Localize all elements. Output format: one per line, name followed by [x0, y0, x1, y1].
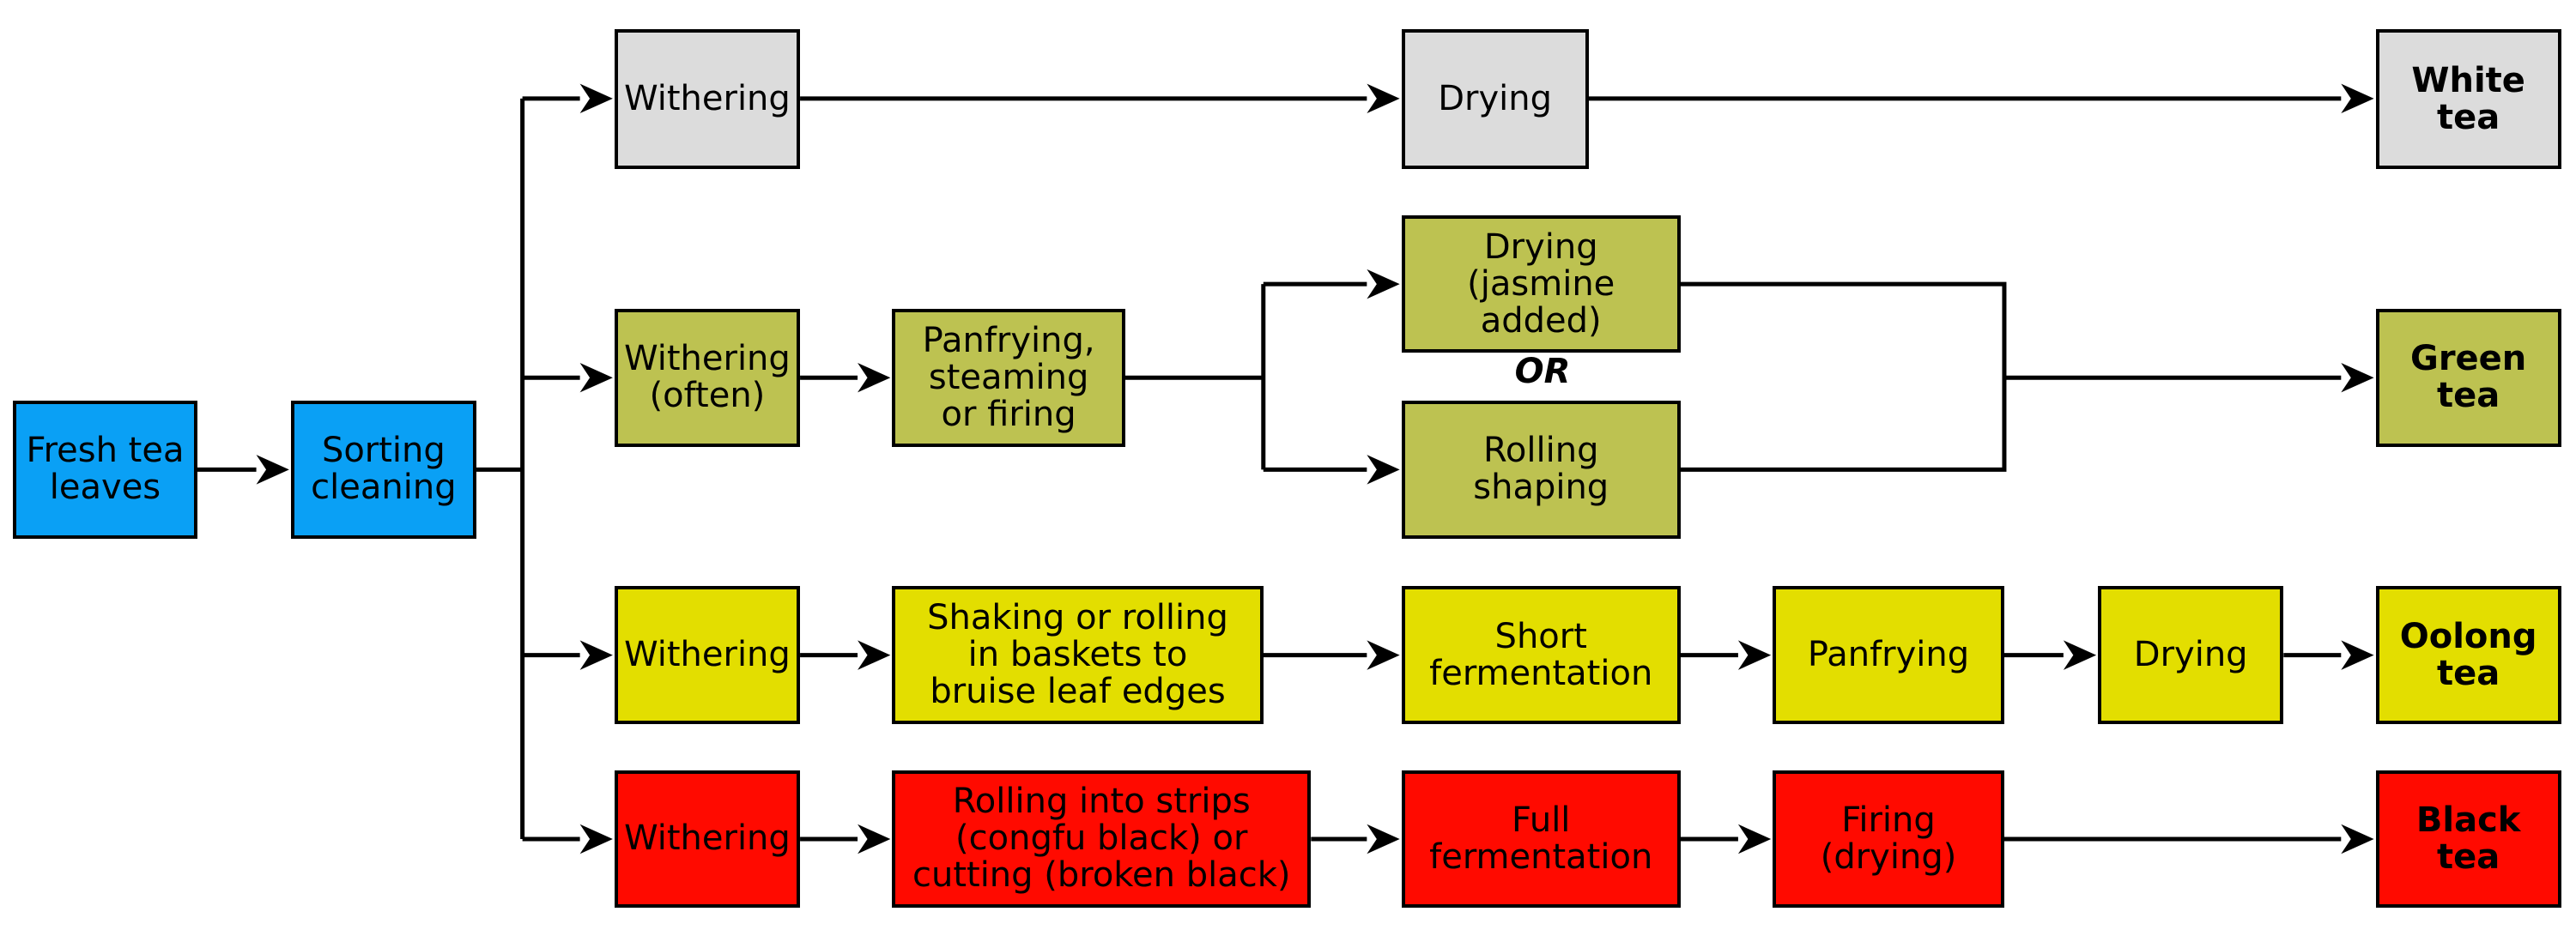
- arrowhead-18: [1367, 824, 1400, 854]
- box-oolong-tea: Oolong tea: [2375, 586, 2561, 725]
- arrowhead-1: [256, 455, 289, 485]
- green-merge: [1680, 281, 2007, 472]
- arrowhead-9: [1367, 269, 1400, 299]
- box-white-withering: Withering: [614, 29, 801, 170]
- arrowhead-20: [2341, 824, 2374, 854]
- arrowhead-4: [579, 640, 613, 670]
- arrowhead-16: [2341, 640, 2374, 670]
- arrowhead-17: [858, 824, 891, 854]
- box-black-tea: Black tea: [2375, 770, 2561, 909]
- arrowhead-3: [579, 362, 613, 393]
- arrowhead-7: [2341, 83, 2374, 114]
- arrowhead-5: [579, 824, 613, 854]
- arrowhead-10: [1367, 455, 1400, 485]
- arrowhead-6: [1367, 83, 1400, 114]
- box-oolong-panfrying: Panfrying: [1773, 586, 2004, 725]
- box-black-rolling-cutting: Rolling into strips (congfu black) or cu…: [892, 770, 1312, 909]
- arrowhead-12: [858, 640, 891, 670]
- box-green-drying-jasmine: Drying (jasmine added): [1401, 214, 1681, 353]
- box-oolong-short-fermentation: Short fermentation: [1401, 586, 1681, 725]
- arrowhead-15: [2063, 640, 2097, 670]
- box-green-withering: Withering (often): [614, 308, 801, 447]
- arrowhead-8: [858, 362, 891, 393]
- arrowhead-11: [2341, 362, 2374, 393]
- box-green-tea: Green tea: [2375, 308, 2561, 447]
- box-sorting-cleaning: Sorting cleaning: [290, 400, 477, 539]
- box-green-panfrying: Panfrying, steaming or firing: [892, 308, 1125, 447]
- box-black-withering: Withering: [614, 770, 801, 909]
- box-black-full-fermentation: Full fermentation: [1401, 770, 1681, 909]
- arrowhead-13: [1367, 640, 1400, 670]
- box-green-rolling-shaping: Rolling shaping: [1401, 400, 1681, 539]
- arrowhead-2: [579, 83, 613, 114]
- box-white-tea: White tea: [2375, 29, 2561, 170]
- arrowhead-14: [1737, 640, 1772, 670]
- or-label: OR: [1514, 351, 1571, 391]
- arrowhead-19: [1737, 824, 1772, 854]
- box-black-firing-drying: Firing (drying): [1773, 770, 2004, 909]
- box-white-drying: Drying: [1401, 29, 1589, 170]
- box-fresh-tea-leaves: Fresh tea leaves: [13, 400, 197, 539]
- box-oolong-drying: Drying: [2098, 586, 2284, 725]
- box-oolong-withering: Withering: [614, 586, 801, 725]
- box-oolong-shaking: Shaking or rolling in baskets to bruise …: [892, 586, 1264, 725]
